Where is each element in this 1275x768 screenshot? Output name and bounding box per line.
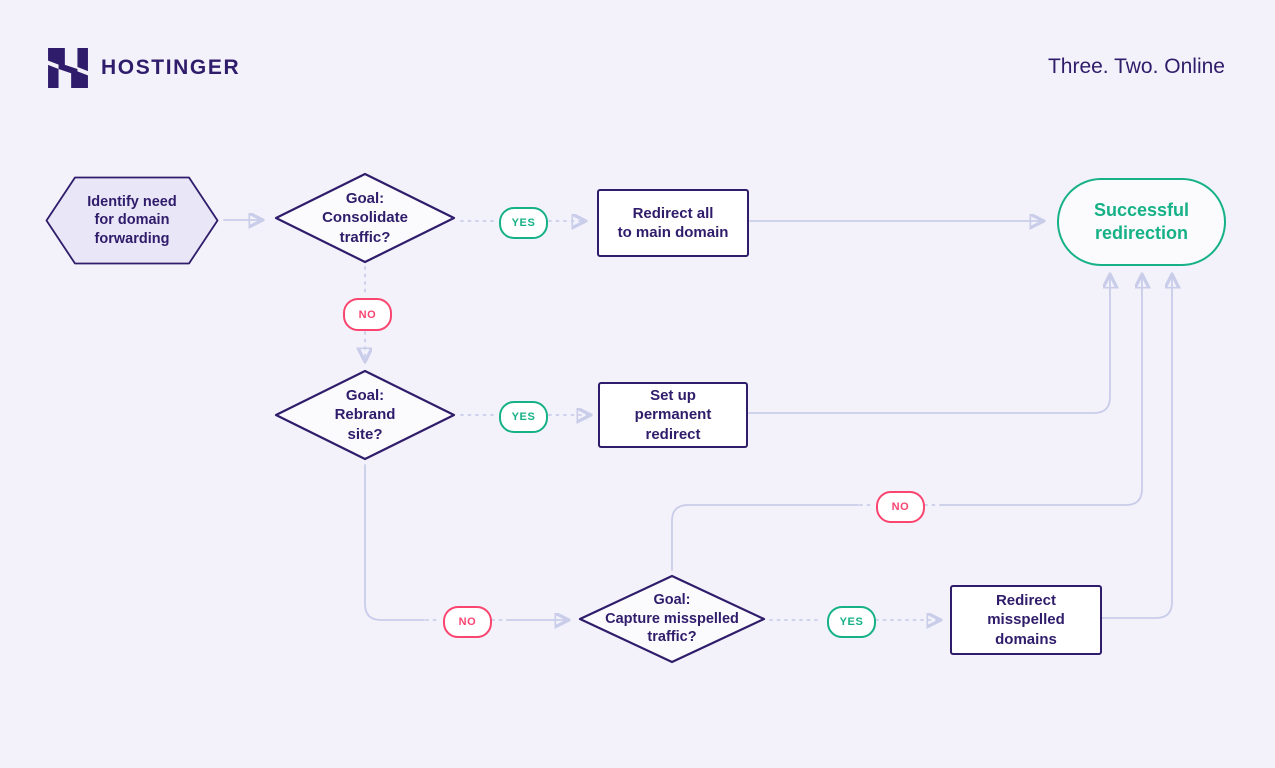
node-consolidate-label: Goal: Consolidate traffic? [322, 190, 408, 246]
edge-rebrand-no-run [364, 464, 425, 621]
node-rebrand-label: Goal: Rebrand site? [334, 387, 396, 443]
decision-no-3: NO [876, 491, 925, 523]
brand-name: HOSTINGER [101, 56, 241, 79]
node-redirect-all: Redirect all to main domain [597, 189, 749, 257]
node-start: Identify need for domain forwarding [45, 176, 219, 265]
hexagon-shape [45, 176, 219, 265]
decision-no-1: NO [343, 298, 392, 331]
node-capture-misspelled: Goal: Capture misspelled traffic? [578, 574, 766, 664]
node-start-label: Identify need for domain forwarding [87, 193, 177, 247]
decision-yes-3: YES [827, 606, 876, 638]
decision-no-2: NO [443, 606, 492, 638]
node-permanent-redirect: Set up permanent redirect [598, 382, 748, 448]
node-success: Successful redirection [1057, 178, 1226, 266]
decision-yes-2: YES [499, 401, 548, 433]
decision-yes-1: YES [499, 207, 548, 239]
diamond-shape [274, 369, 456, 461]
diamond-shape [274, 172, 456, 264]
node-redirect-misspelled: Redirect misspelled domains [950, 585, 1102, 655]
header: HOSTINGER Three. Two. Online [0, 0, 1275, 100]
edge-no-success [939, 275, 1142, 506]
node-consolidate: Goal: Consolidate traffic? [274, 172, 456, 264]
edge-capture-no-run [671, 504, 859, 571]
hostinger-logo-icon [48, 48, 88, 88]
node-capture-misspelled-label: Goal: Capture misspelled traffic? [605, 592, 739, 646]
brand: HOSTINGER [47, 47, 240, 89]
edge-misspelled-success [1101, 275, 1172, 619]
edge-permanent-success [748, 275, 1110, 414]
tagline: Three. Two. Online [1047, 55, 1225, 78]
node-rebrand: Goal: Rebrand site? [274, 369, 456, 461]
diamond-shape [578, 574, 766, 664]
